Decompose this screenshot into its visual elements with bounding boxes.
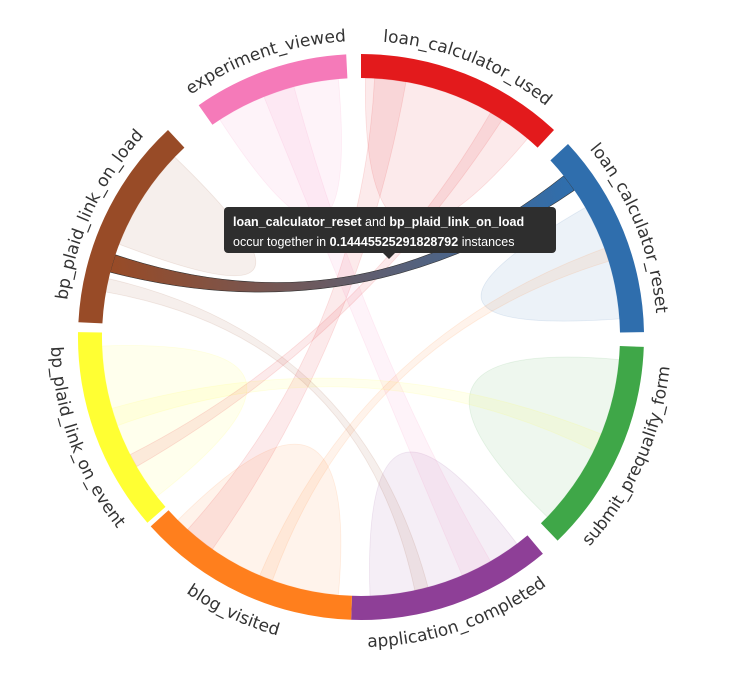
tooltip-target: bp_plaid_link_on_load [389,215,525,229]
group-arc-loan-calculator-used[interactable] [361,54,554,148]
group-arc-submit-prequalify-form[interactable] [540,346,644,541]
tooltip-line-1: loan_calculator_reset and bp_plaid_link_… [233,212,547,232]
tooltip-line-2: occur together in 0.14445525291828792 in… [233,232,547,252]
ribbons [101,77,620,597]
group-arc-bp-plaid-link-on-event[interactable] [77,332,166,523]
tooltip-value: 0.14445525291828792 [329,235,459,249]
group-arc-blog-visited[interactable] [150,510,352,620]
tooltip-occur: occur together in [233,235,327,249]
group-arc-bp-plaid-link-on-load[interactable] [78,130,185,324]
tooltip-and: and [365,215,386,229]
tooltip-arrow [383,253,395,259]
group-arc-loan-calculator-reset[interactable] [550,144,644,333]
tooltip-instances: instances [461,235,515,249]
group-arc-application-completed[interactable] [351,535,543,620]
chord-ribbon[interactable] [111,377,602,452]
group-arc-experiment-viewed[interactable] [198,54,348,125]
group-labels: loan_calculator_usedloan_calculator_rese… [46,26,675,652]
group-arcs [77,54,644,620]
tooltip-source: loan_calculator_reset [233,215,362,229]
chord-tooltip: loan_calculator_reset and bp_plaid_link_… [224,207,556,253]
chord-ribbon[interactable] [369,451,518,597]
